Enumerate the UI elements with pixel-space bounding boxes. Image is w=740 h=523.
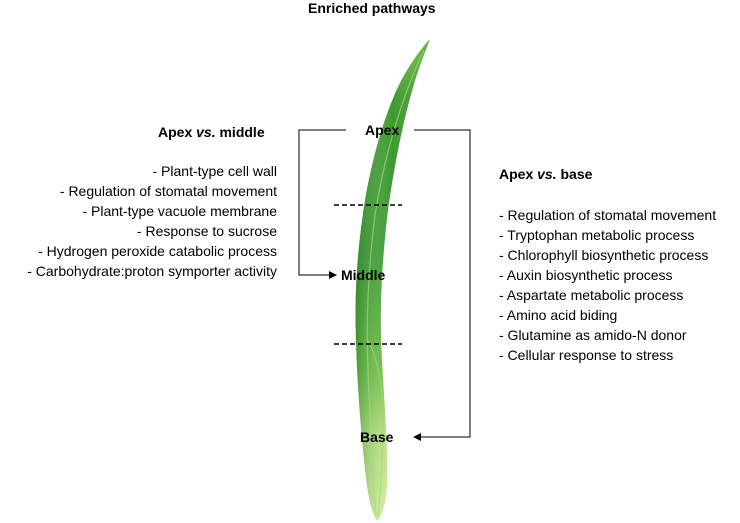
list-item: - Regulation of stomatal movement — [59, 183, 277, 199]
arrowhead-middle — [329, 271, 337, 279]
list-item: - Plant-type cell wall — [152, 163, 278, 179]
list-item: - Chlorophyll biosynthetic process — [499, 247, 709, 263]
list-item: - Cellular response to stress — [499, 347, 674, 363]
list-item: - Hydrogen peroxide catabolic process — [38, 243, 277, 259]
list-item: - Response to sucrose — [136, 223, 277, 239]
list-item: - Carbohydrate:proton symporter activity — [27, 263, 277, 279]
heading-apex-vs-base: Apex vs. base — [499, 166, 593, 182]
label-apex: Apex — [365, 122, 400, 138]
apex-vs-base-list: - Regulation of stomatal movement - Tryp… — [499, 205, 716, 365]
label-base: Base — [360, 429, 394, 445]
leaf-sheath-fold — [367, 339, 384, 519]
list-item: - Tryptophan metabolic process — [499, 227, 695, 243]
connector-apex-to-middle — [298, 129, 346, 276]
connector-apex-to-base — [414, 129, 471, 438]
list-item: - Glutamine as amido-N donor — [499, 327, 687, 343]
list-item: - Plant-type vacuole membrane — [82, 203, 277, 219]
list-item: - Aspartate metabolic process — [499, 287, 684, 303]
label-middle: Middle — [341, 267, 386, 283]
heading-apex-vs-middle: Apex vs. middle — [158, 124, 265, 140]
leaf-midrib — [366, 49, 425, 516]
list-item: - Regulation of stomatal movement — [499, 207, 717, 223]
apex-vs-middle-list: - Plant-type cell wall - Regulation of s… — [27, 161, 277, 281]
list-item: - Amino acid biding — [499, 307, 618, 323]
figure-title: Enriched pathways — [308, 0, 436, 16]
arrowhead-base — [413, 433, 421, 441]
list-item: - Auxin biosynthetic process — [499, 267, 673, 283]
leaf-shading — [355, 39, 430, 521]
